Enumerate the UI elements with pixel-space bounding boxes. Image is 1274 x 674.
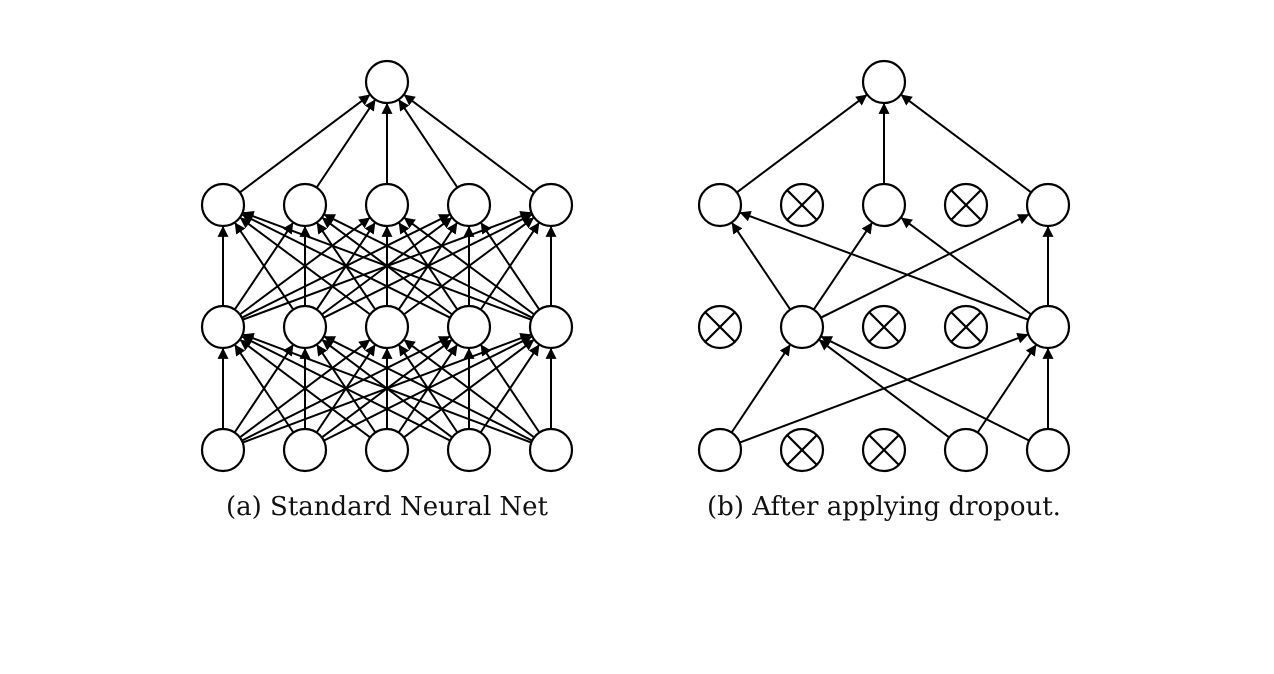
unit-node-icon <box>943 427 989 473</box>
unit-node-icon <box>528 427 574 473</box>
connection-l0n2-to-l1n0 <box>239 339 371 439</box>
unit-node-icon <box>446 304 492 350</box>
dropped-unit-icon <box>779 427 825 473</box>
units <box>697 59 1071 473</box>
dropped-unit-icon <box>861 427 907 473</box>
connection-l1n4-to-l2n1 <box>323 213 533 319</box>
dropped-unit-icon <box>943 304 989 350</box>
connection-l0n1-to-l1n0 <box>234 344 295 434</box>
connection-l2n1-to-l3n0 <box>315 99 376 189</box>
connections <box>217 94 557 444</box>
connection-l0n4-to-l1n2 <box>403 339 535 439</box>
dropped-unit-icon <box>697 304 743 350</box>
unit-node-icon <box>697 427 743 473</box>
connection-l1n1-to-l2n4 <box>820 213 1030 319</box>
connection-l1n4-to-l2n2 <box>403 217 535 316</box>
unit-node-icon <box>1025 427 1071 473</box>
unit-node-icon <box>446 182 492 228</box>
unit-node-icon <box>861 59 907 105</box>
connection-l0n4-to-l1n0 <box>242 333 532 444</box>
caption-dropout-net: (b) After applying dropout. <box>707 492 1061 522</box>
connection-l0n4-to-l1n1 <box>820 335 1030 442</box>
connection-l0n3-to-l1n4 <box>976 344 1037 434</box>
connection-l0n4-to-l1n1 <box>323 335 533 442</box>
connection-l1n4-to-l2n0 <box>242 210 532 321</box>
connection-l1n3-to-l2n0 <box>241 213 451 319</box>
connection-l0n3-to-l1n1 <box>818 339 950 439</box>
dropped-unit-icon <box>861 304 907 350</box>
connection-l1n2-to-l2n0 <box>239 217 371 316</box>
connection-l2n4-to-l3n0 <box>900 94 1032 194</box>
connection-l2n3-to-l3n0 <box>398 99 459 189</box>
unit-node-icon <box>364 427 410 473</box>
unit-node-icon <box>200 427 246 473</box>
unit-node-icon <box>697 182 743 228</box>
unit-node-icon <box>364 182 410 228</box>
connection-l2n0-to-l3n0 <box>239 94 371 194</box>
unit-node-icon <box>282 427 328 473</box>
unit-node-icon <box>282 304 328 350</box>
caption-standard-net: (a) Standard Neural Net <box>226 492 549 522</box>
connection-l1n1-to-l2n2 <box>812 222 873 311</box>
unit-node-icon <box>282 182 328 228</box>
connections <box>730 94 1054 444</box>
unit-node-icon <box>861 182 907 228</box>
units <box>200 59 574 473</box>
unit-node-icon <box>200 182 246 228</box>
unit-node-icon <box>1025 304 1071 350</box>
connection-l0n0-to-l1n1 <box>730 344 791 434</box>
unit-node-icon <box>528 182 574 228</box>
connection-l1n4-to-l2n2 <box>900 217 1032 316</box>
connection-l1n4-to-l2n3 <box>480 222 541 311</box>
unit-node-icon <box>364 304 410 350</box>
panel-dropout-net: (b) After applying dropout. <box>697 59 1071 522</box>
connection-l1n4-to-l2n0 <box>739 210 1029 321</box>
unit-node-icon <box>200 304 246 350</box>
connection-l0n4-to-l1n3 <box>480 344 541 434</box>
connection-l1n1-to-l2n0 <box>234 222 295 311</box>
unit-node-icon <box>1025 182 1071 228</box>
unit-node-icon <box>779 304 825 350</box>
unit-node-icon <box>446 427 492 473</box>
connection-l2n0-to-l3n0 <box>736 94 868 194</box>
connection-l0n3-to-l1n0 <box>241 335 451 442</box>
unit-node-icon <box>528 304 574 350</box>
connection-l2n4-to-l3n0 <box>403 94 535 194</box>
unit-node-icon <box>364 59 410 105</box>
connection-l1n1-to-l2n0 <box>731 222 792 311</box>
panel-standard-net: (a) Standard Neural Net <box>200 59 574 522</box>
dropped-unit-icon <box>779 182 825 228</box>
dropped-unit-icon <box>943 182 989 228</box>
